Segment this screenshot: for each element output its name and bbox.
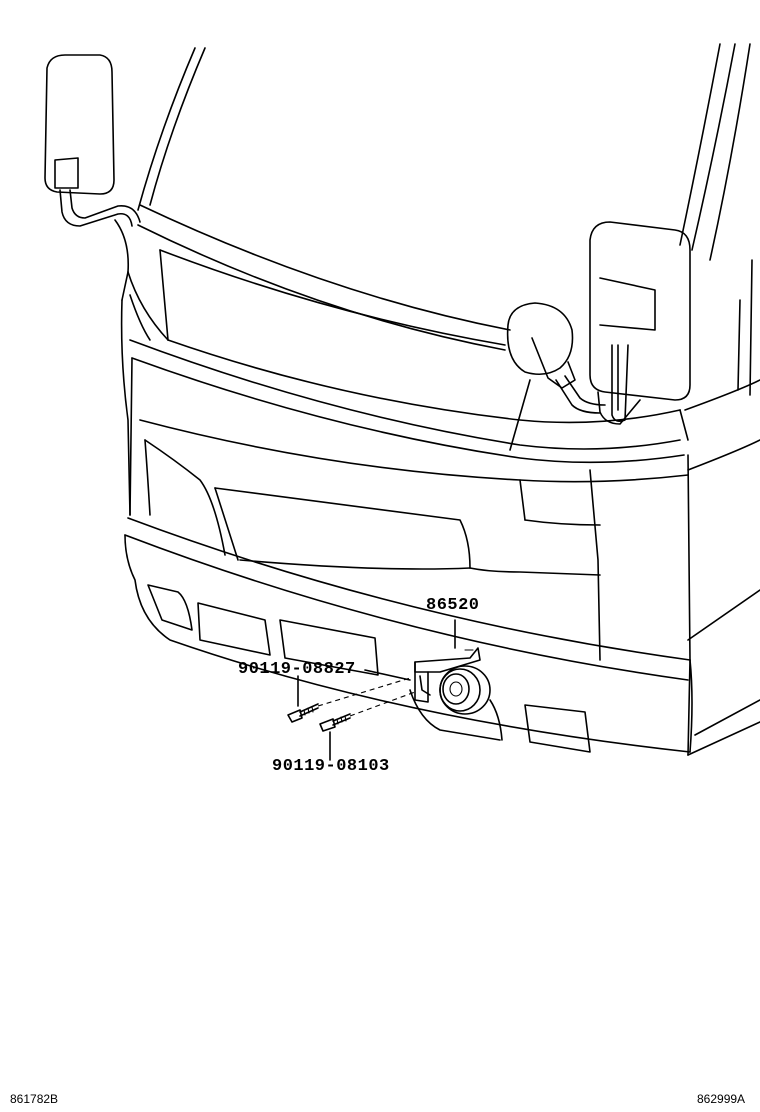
cab-outline [137,43,753,396]
callout-bolt-lower: 90119-08103 [272,757,390,776]
horn-assembly [414,647,491,715]
bolt-90119-08103 [319,713,351,732]
leader-lines [297,619,456,761]
callout-bolt-upper: 90119-08827 [238,660,356,679]
callout-horn: 86520 [426,596,480,615]
left-mirror [44,54,141,227]
bolt-90119-08827 [287,703,319,723]
footer-left-code: 861782B [10,1092,59,1106]
footer-right-code: 862999A [697,1092,746,1106]
cab-left-corner [114,219,131,516]
bumper [124,517,693,753]
right-mirror [506,221,691,451]
assembly-lines [317,677,416,717]
lower-front-panel [129,357,689,576]
upper-grille [127,204,685,464]
cab-right-side [589,379,760,756]
